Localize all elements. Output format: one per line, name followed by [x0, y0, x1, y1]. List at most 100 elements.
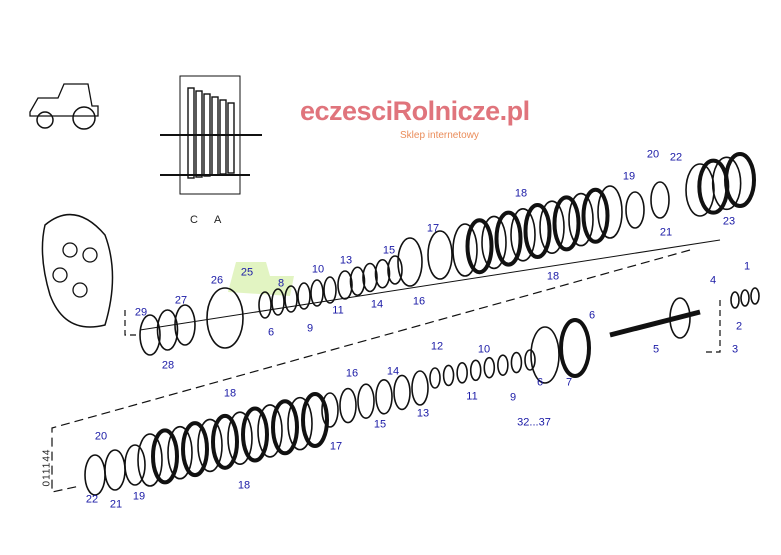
clutch-disc — [510, 208, 536, 262]
callout-label: 11 — [332, 304, 344, 317]
ring-1 — [740, 289, 750, 307]
callout-label: 9 — [509, 391, 517, 404]
washer-12 — [456, 362, 468, 384]
washer-12 — [524, 349, 536, 371]
callout-label: 22 — [669, 151, 683, 164]
axis-top — [139, 239, 721, 331]
clutch-disc — [181, 421, 209, 478]
section-letter-a: A — [214, 214, 222, 226]
callout-label: 15 — [382, 244, 396, 257]
bearing-ring — [374, 258, 391, 289]
callout-label: 20 — [646, 148, 660, 161]
tractor-wheel — [72, 106, 96, 130]
callout-label: 1 — [743, 260, 751, 273]
callout-label: 19 — [622, 170, 636, 183]
callout-label: 14 — [386, 365, 400, 378]
callout-label: 5 — [652, 343, 660, 356]
callout-label: 19 — [132, 490, 146, 503]
washer-12 — [442, 364, 455, 387]
callout-label: 16 — [345, 367, 359, 380]
gear-7 — [530, 326, 560, 384]
watermark-subtitle: Sklep internetowy — [400, 130, 479, 141]
callout-label: 12 — [430, 340, 444, 353]
drum-23 — [711, 156, 742, 211]
washer-12 — [429, 367, 441, 389]
tractor-wheel — [36, 111, 54, 129]
drawing-code: 011144 — [41, 448, 53, 487]
callout-label: 6 — [536, 376, 544, 389]
callout-label: 23 — [722, 215, 736, 228]
clutch-disc — [301, 392, 329, 448]
schematic-gear — [219, 99, 227, 175]
section-letter-c: C — [190, 214, 198, 226]
callout-label: 17 — [426, 222, 440, 235]
clutch-disc — [568, 192, 594, 247]
callout-label: 18 — [546, 270, 560, 283]
ring — [104, 449, 126, 491]
bearing-ring — [357, 383, 375, 420]
callout-label: 4 — [709, 274, 717, 287]
washer-12 — [497, 354, 509, 376]
clutch-disc — [257, 404, 283, 458]
flange-hole — [82, 247, 98, 263]
washer — [310, 279, 324, 307]
watermark-logo: eczesciRolnicze.pl — [300, 96, 530, 126]
callout-label: 20 — [94, 430, 108, 443]
clutch-disc — [494, 210, 523, 267]
bearing-19 — [650, 181, 670, 219]
callout-label: 3 — [731, 343, 739, 356]
shaft-gear — [669, 297, 691, 339]
gear-7 — [559, 318, 591, 378]
bearing-ring — [411, 370, 429, 406]
callout-label: 22 — [85, 493, 99, 506]
drum-23 — [685, 163, 715, 217]
snap-ring — [427, 230, 453, 280]
ring — [156, 309, 179, 351]
clutch-disc — [211, 413, 239, 470]
callout-label: 16 — [412, 295, 426, 308]
bearing-ring — [339, 387, 357, 424]
callout-label: 21 — [659, 226, 673, 239]
clutch-disc — [271, 399, 299, 456]
callout-label: 11 — [466, 390, 478, 403]
assembly-line — [705, 300, 721, 353]
washer-12 — [510, 351, 523, 374]
assembly-line — [124, 310, 140, 336]
assembly-line — [51, 249, 691, 493]
callout-label: 8 — [277, 277, 285, 290]
callout-label: 28 — [161, 359, 175, 372]
ring — [174, 304, 196, 346]
clutch-disc — [523, 203, 552, 259]
callout-label: 21 — [109, 498, 123, 511]
clutch-disc — [481, 215, 507, 270]
bearing-ring — [349, 266, 366, 297]
clutch-disc — [227, 411, 253, 465]
ring-1 — [750, 287, 760, 305]
washer-12 — [469, 359, 482, 382]
callout-label: 17 — [329, 440, 343, 453]
ring — [84, 454, 106, 496]
bearing-ring — [362, 262, 378, 293]
schematic-gear — [227, 102, 235, 174]
flange-hole — [52, 267, 68, 283]
washer — [297, 282, 311, 310]
clutch-disc — [597, 185, 623, 239]
ring — [124, 444, 146, 486]
callout-label: 18 — [223, 387, 237, 400]
callout-label: 13 — [416, 407, 430, 420]
callout-label: 10 — [311, 263, 325, 276]
clutch-disc — [452, 223, 478, 277]
tractor-icon — [29, 83, 99, 117]
gear-26 — [206, 287, 244, 349]
callout-label: 18 — [514, 187, 528, 200]
clutch-disc — [287, 396, 313, 451]
bearing-19 — [625, 191, 645, 229]
washer — [271, 288, 285, 316]
callout-label: 10 — [477, 343, 491, 356]
callout-label: 14 — [370, 298, 384, 311]
bearing-ring — [387, 255, 403, 285]
callout-label: 18 — [237, 479, 251, 492]
clutch-disc — [552, 195, 581, 252]
